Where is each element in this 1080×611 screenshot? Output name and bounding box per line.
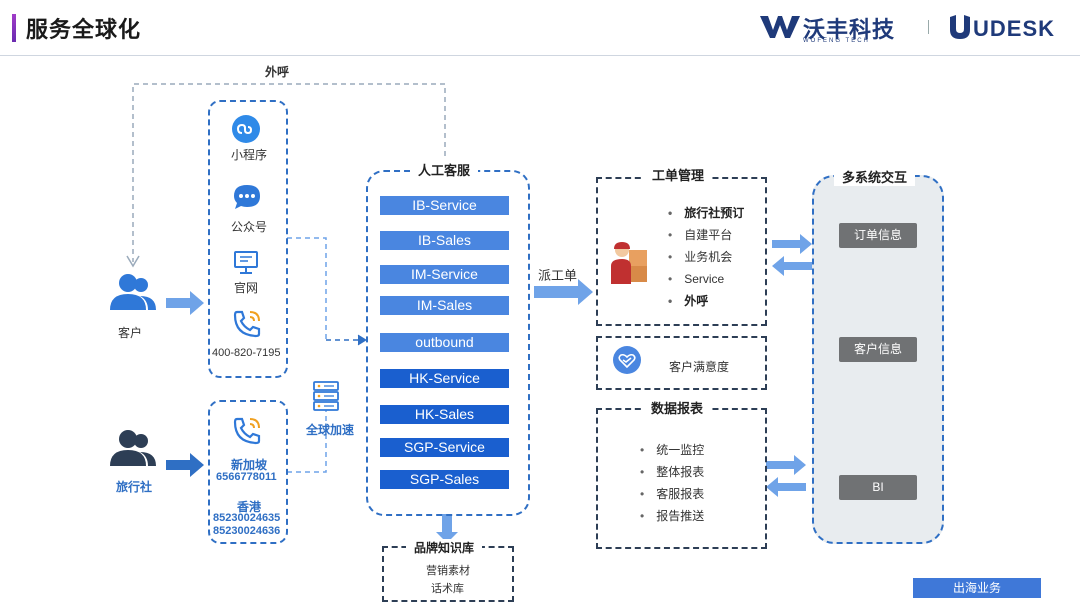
order-info-button[interactable]: 订单信息 <box>839 223 917 248</box>
page-title: 服务全球化 <box>26 17 142 42</box>
list-item: 自建平台 <box>668 224 744 246</box>
agency-lines-panel <box>208 400 288 544</box>
list-item: 客服报表 <box>640 483 704 505</box>
im-sales-button[interactable]: IM-Sales <box>380 296 509 315</box>
global-acceleration-label: 全球加速 <box>306 423 355 437</box>
udesk-logo-icon <box>950 15 970 39</box>
wofeng-logo-icon <box>760 16 800 38</box>
brand-name-en: WOFENG TECH <box>803 38 870 44</box>
title-accent-bar <box>12 14 16 42</box>
hongkong-number-2: 85230024636 <box>213 525 281 537</box>
overseas-business-button[interactable]: 出海业务 <box>913 578 1041 598</box>
list-item: 外呼 <box>668 290 744 312</box>
work-order-list: 旅行社预订 自建平台 业务机会 Service 外呼 <box>668 202 744 312</box>
im-service-button[interactable]: IM-Service <box>380 265 509 284</box>
singapore-number: 6566778011 <box>216 471 277 483</box>
script-library-label: 话术库 <box>431 583 464 595</box>
travel-agency-icon <box>110 430 156 466</box>
multi-system-title: 多系统交互 <box>834 167 916 186</box>
hk-sales-button[interactable]: HK-Sales <box>380 405 509 424</box>
ib-service-button[interactable]: IB-Service <box>380 196 509 215</box>
satisfaction-heart-icon <box>613 346 641 374</box>
customer-group-icon <box>110 274 156 310</box>
list-item: 统一监控 <box>640 439 704 461</box>
work-order-title: 工单管理 <box>644 165 713 184</box>
mini-program-label: 小程序 <box>231 148 268 162</box>
outbound-call-label: 外呼 <box>265 65 290 79</box>
website-label: 官网 <box>234 281 259 295</box>
customer-info-button[interactable]: 客户信息 <box>839 337 917 362</box>
list-item: Service <box>668 268 744 290</box>
singapore-label: 新加坡 <box>231 458 268 472</box>
mini-program-icon <box>232 115 260 143</box>
bi-button[interactable]: BI <box>839 475 917 500</box>
official-account-label: 公众号 <box>231 220 268 234</box>
sgp-service-button[interactable]: SGP-Service <box>380 438 509 457</box>
channels-panel <box>208 100 288 378</box>
sgp-sales-button[interactable]: SGP-Sales <box>380 470 509 489</box>
list-item: 旅行社预订 <box>668 202 744 224</box>
header-divider <box>0 55 1080 56</box>
satisfaction-label: 客户满意度 <box>669 360 730 374</box>
reports-list: 统一监控 整体报表 客服报表 报告推送 <box>640 439 704 527</box>
marketing-material-label: 营销素材 <box>426 565 470 577</box>
dispatch-label: 派工单 <box>538 268 578 283</box>
delivery-worker-icon <box>611 242 647 284</box>
list-item: 业务机会 <box>668 246 744 268</box>
website-monitor-icon <box>234 251 258 274</box>
reports-title: 数据报表 <box>643 398 712 417</box>
official-account-icon <box>234 185 260 209</box>
hongkong-number-1: 85230024635 <box>213 512 281 524</box>
customer-label: 客户 <box>118 326 143 340</box>
phone-icon <box>233 310 261 338</box>
outbound-button[interactable]: outbound <box>380 333 509 352</box>
ib-sales-button[interactable]: IB-Sales <box>380 231 509 250</box>
hotline-number: 400-820-7195 <box>212 347 281 359</box>
travel-agency-label: 旅行社 <box>116 480 153 494</box>
brand-name-cn: 沃丰科技 <box>803 17 896 42</box>
hk-service-button[interactable]: HK-Service <box>380 369 509 388</box>
list-item: 整体报表 <box>640 461 704 483</box>
manual-service-title: 人工客服 <box>410 160 479 179</box>
hongkong-label: 香港 <box>237 500 262 514</box>
agency-phone-icon <box>233 417 261 445</box>
server-acceleration-icon <box>313 381 339 411</box>
knowledge-base-title: 品牌知识库 <box>406 539 483 556</box>
list-item: 报告推送 <box>640 505 704 527</box>
satisfaction-panel <box>596 336 767 390</box>
logo-separator <box>928 20 929 34</box>
brand-udesk: UDESK <box>973 16 1056 41</box>
